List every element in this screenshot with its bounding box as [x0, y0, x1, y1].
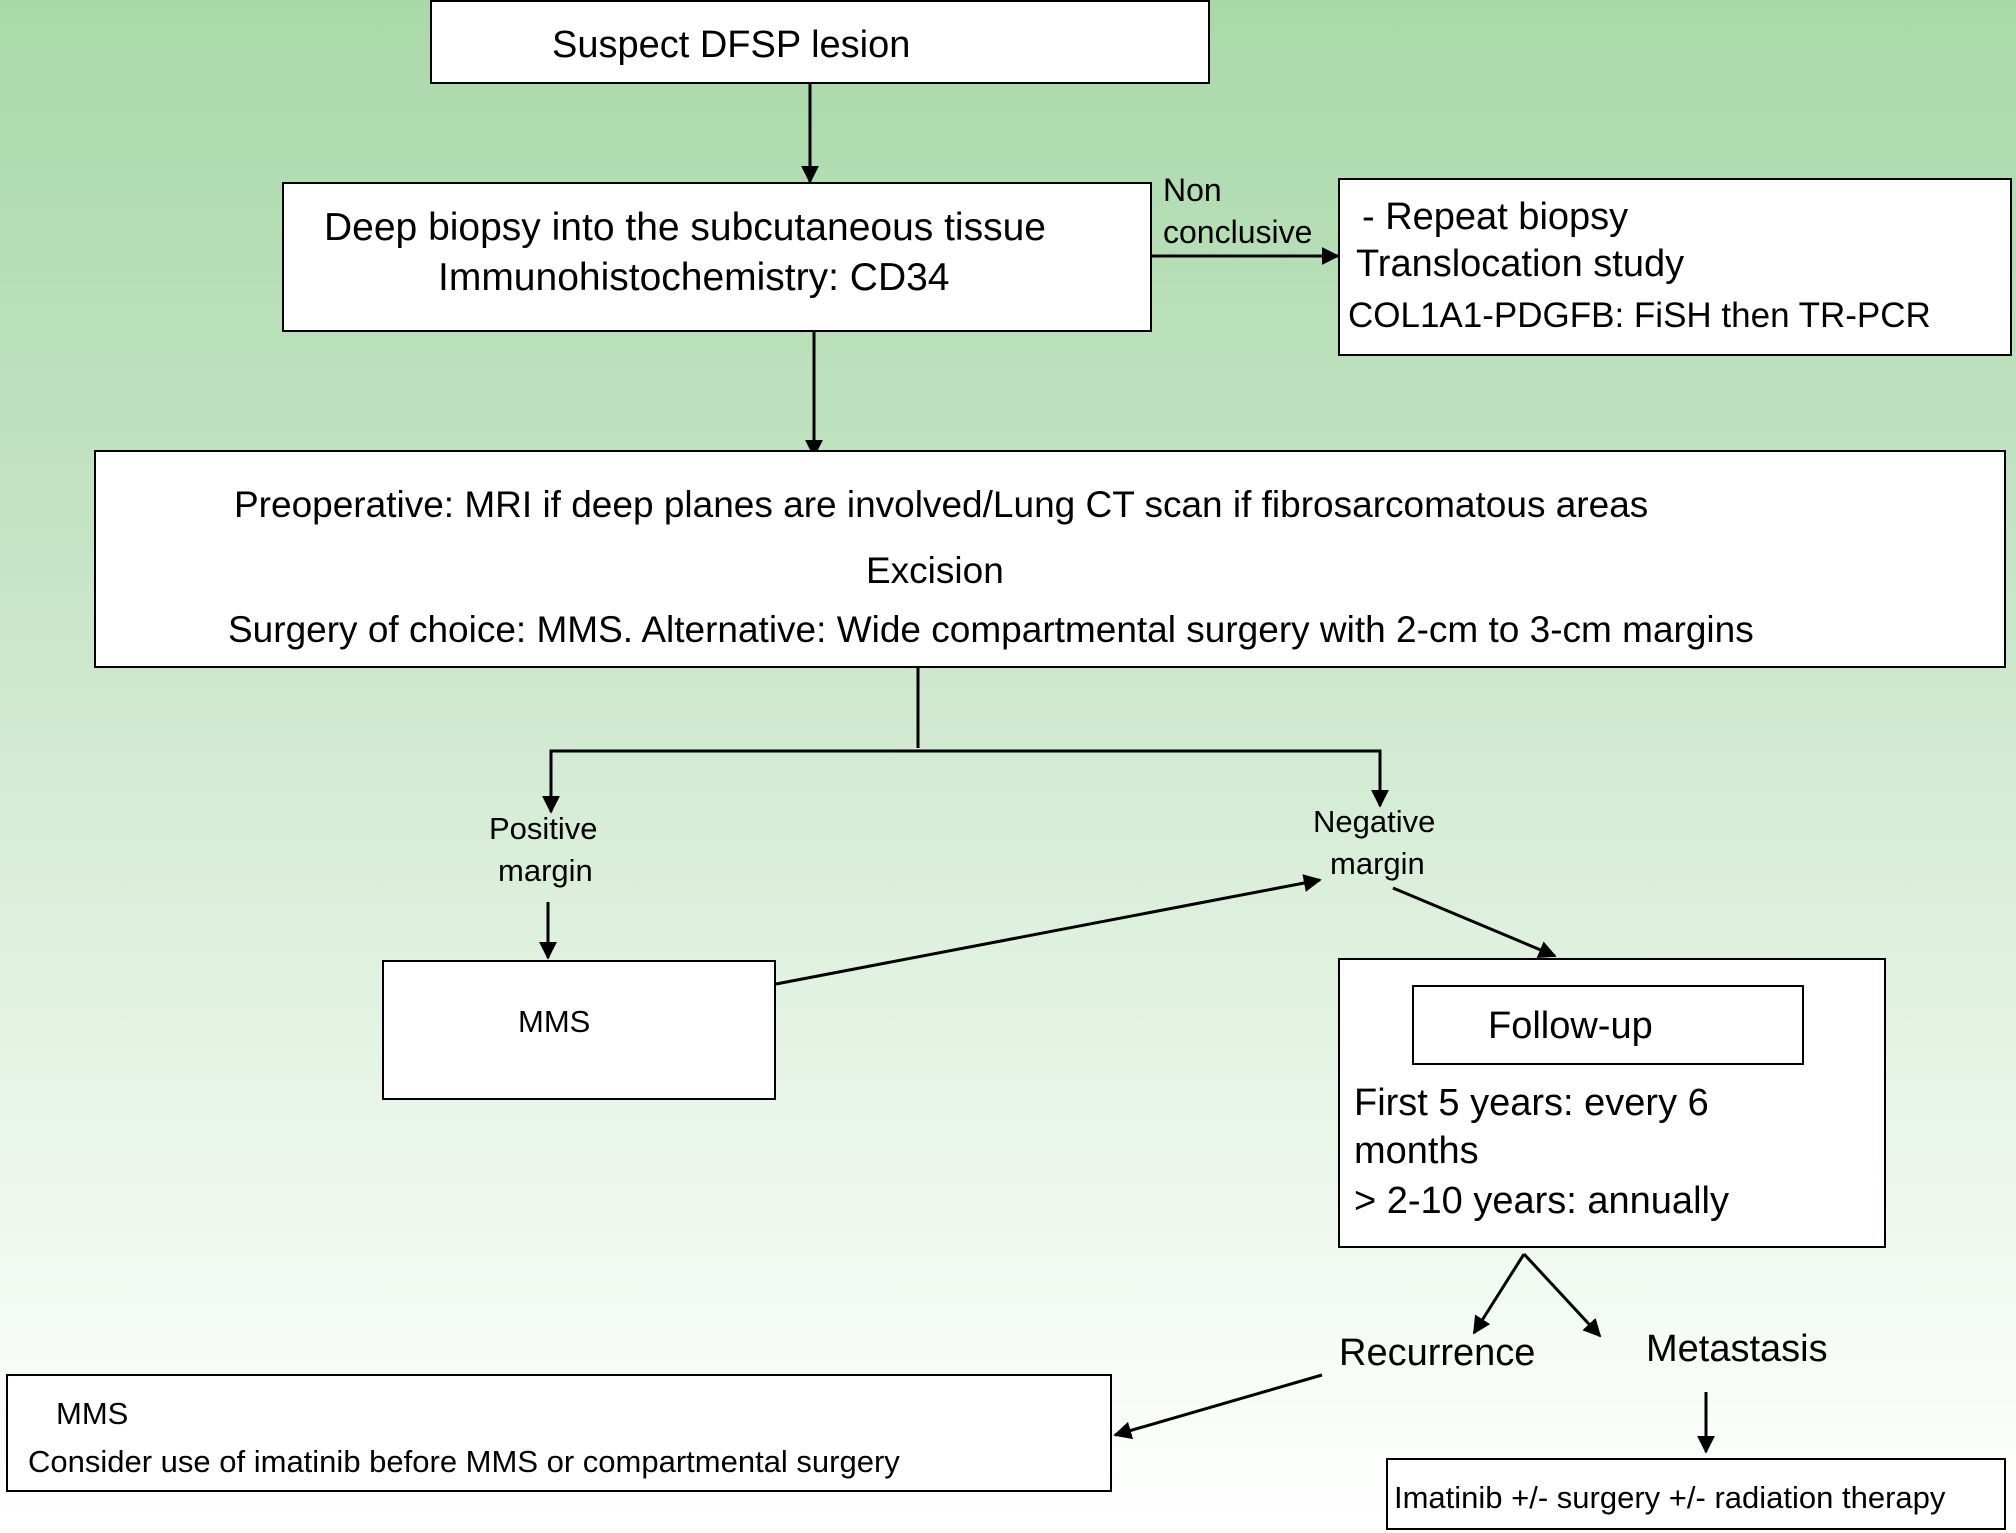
recurrence-label: Recurrence [1339, 1332, 1536, 1374]
excision-line1: Preoperative: MRI if deep planes are inv… [234, 484, 1649, 525]
negative-margin-label-1: Negative [1313, 804, 1436, 839]
branch-to-negative [918, 749, 1389, 808]
positive-margin-label-2: margin [498, 853, 593, 888]
mms-box: MMS [382, 960, 776, 1100]
branch-to-positive [542, 749, 918, 814]
repeat-line1: - Repeat biopsy [1362, 196, 1629, 238]
followup-line3: > 2-10 years: annually [1354, 1180, 1729, 1222]
non-conclusive-label-2: conclusive [1163, 214, 1313, 250]
metastasis-treatment-text: Imatinib +/- surgery +/- radiation thera… [1394, 1480, 1946, 1515]
followup-title-box: Follow-up [1412, 985, 1804, 1065]
recurrence-treatment-box: MMS Consider use of imatinib before MMS … [6, 1374, 1112, 1492]
arrow-followup-to-metastasis [1522, 1252, 1602, 1338]
repeat-line2: Translocation study [1356, 243, 1685, 285]
followup-box: Follow-up First 5 years: every 6 months … [1338, 958, 1886, 1248]
biopsy-line2: Immunohistochemistry: CD34 [438, 256, 950, 299]
arrow-negative-to-followup [1392, 886, 1557, 959]
positive-margin-label-1: Positive [489, 811, 598, 846]
biopsy-box: Deep biopsy into the subcutaneous tissue… [282, 182, 1152, 332]
excision-line2: Excision [866, 550, 1004, 591]
metastasis-label: Metastasis [1646, 1328, 1828, 1370]
non-conclusive-label-1: Non [1163, 172, 1222, 208]
excision-line3: Surgery of choice: MMS. Alternative: Wid… [228, 609, 1754, 650]
recurrence-treatment-line2: Consider use of imatinib before MMS or c… [28, 1444, 900, 1479]
excision-box: Preoperative: MRI if deep planes are inv… [94, 450, 2006, 668]
arrow-followup-to-recurrence [1472, 1253, 1526, 1335]
followup-title: Follow-up [1488, 1005, 1653, 1047]
suspect-lesion-box: Suspect DFSP lesion [430, 0, 1210, 84]
metastasis-treatment-box: Imatinib +/- surgery +/- radiation thera… [1386, 1458, 2006, 1530]
mms-text: MMS [518, 1004, 591, 1039]
suspect-lesion-text: Suspect DFSP lesion [552, 24, 911, 66]
repeat-biopsy-box: - Repeat biopsy Translocation study COL1… [1338, 178, 2012, 356]
arrow-recurrence-to-box [1113, 1373, 1323, 1440]
repeat-line3: COL1A1-PDGFB: FiSH then TR-PCR [1348, 296, 1931, 335]
followup-line2: months [1354, 1130, 1479, 1172]
negative-margin-label-2: margin [1330, 846, 1425, 881]
arrow-mms-to-negative [775, 874, 1322, 986]
recurrence-treatment-line1: MMS [56, 1396, 129, 1431]
followup-line1: First 5 years: every 6 [1354, 1082, 1709, 1124]
biopsy-line1: Deep biopsy into the subcutaneous tissue [324, 206, 1046, 249]
